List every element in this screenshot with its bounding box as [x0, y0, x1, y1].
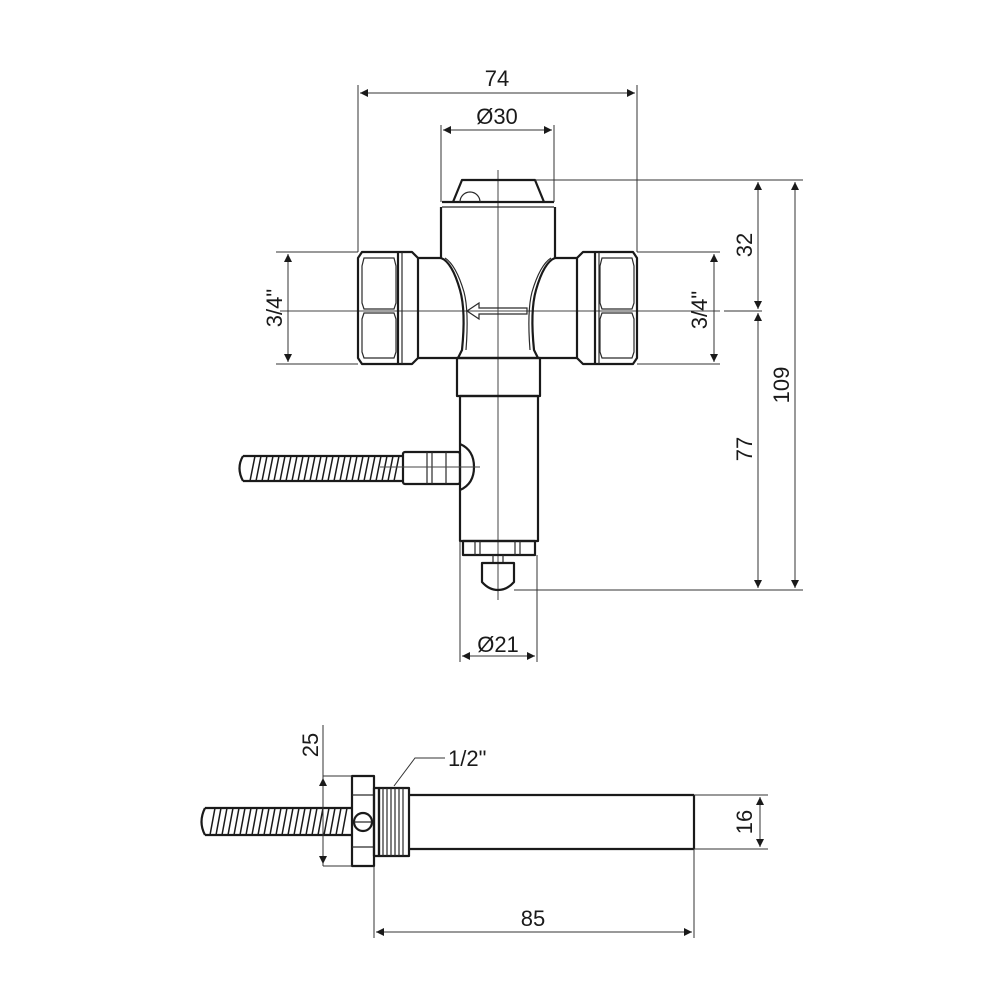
dimension-thread-size: 1/2": [393, 746, 486, 787]
dim-74-label: 74: [485, 66, 509, 91]
dim-32-label: 32: [732, 233, 757, 257]
dimension-height: 32 77 109: [514, 179, 803, 591]
front-view: 74 Ø30 3/4" 3/4" 32 7: [238, 66, 803, 662]
dim-85-label: 85: [521, 906, 545, 931]
dimension-right-thread: 3/4": [637, 251, 720, 365]
dimension-left-thread: 3/4": [262, 251, 358, 365]
dim-77-label: 77: [732, 437, 757, 461]
dim-d21-label: Ø21: [477, 632, 519, 657]
dim-left-3-4-label: 3/4": [262, 289, 287, 327]
dim-109-label: 109: [769, 367, 794, 404]
center-lines: [280, 170, 720, 600]
dimension-outlet-diameter: Ø21: [459, 541, 538, 662]
dim-1-2-label: 1/2": [448, 746, 486, 771]
dimension-overall-width: 74: [357, 66, 638, 252]
dim-d30-label: Ø30: [476, 104, 518, 129]
flow-direction-arrow-icon: [465, 301, 528, 321]
braided-hose-side: [200, 806, 352, 837]
pipe: [409, 793, 696, 851]
dim-16-label: 16: [732, 810, 757, 834]
braided-hose-front: [238, 454, 480, 483]
dimension-pipe-diameter: 16: [694, 794, 768, 850]
threaded-fitting: [372, 786, 411, 858]
dimension-cap-diameter: Ø30: [440, 104, 555, 202]
dimension-nut-height: 25: [298, 725, 352, 867]
compression-nut: [350, 774, 376, 868]
valve-body: [417, 207, 578, 360]
push-button-cap: [442, 178, 554, 208]
dimension-pipe-length: 85: [373, 849, 695, 938]
dim-25-label: 25: [298, 733, 323, 757]
dim-right-3-4-label: 3/4": [687, 291, 712, 329]
left-union-nut: [356, 250, 420, 366]
right-union-nut: [575, 250, 639, 366]
side-view: 1/2" 25 16 85: [200, 725, 768, 938]
